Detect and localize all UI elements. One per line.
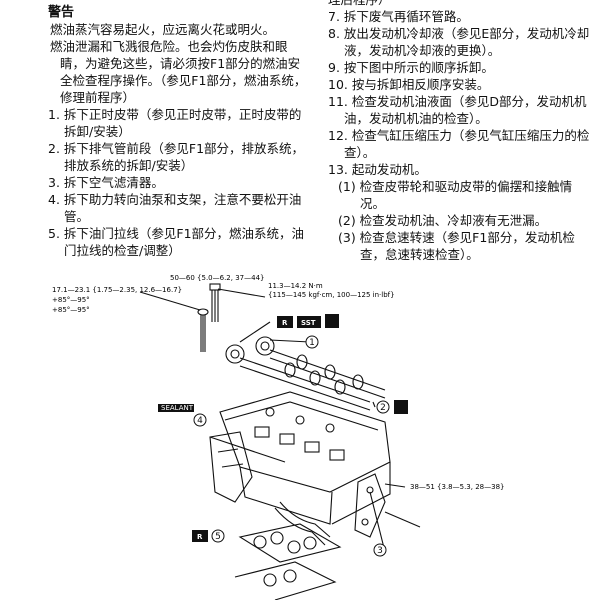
callout-5 — [211, 529, 225, 543]
substep-1: (1) 检查皮带轮和驱动皮带的偏摆和接触情况。 — [338, 179, 573, 211]
step-2: 2. 拆下排气管前段（参见F1部分，排放系统，排放系统的拆卸/安装） — [48, 141, 305, 173]
callout-4-text: 4 — [197, 416, 203, 426]
torque-label-2: 11.3—14.2 N·m — [268, 282, 323, 290]
right-column: 理后程序） 7. 拆下废气再循环管路。 8. 放出发动机冷却液（参见E部分，发动… — [328, 0, 590, 263]
substep-2: (2) 检查发动机油、冷却液有无泄漏。 — [338, 213, 548, 228]
callout-2-text: 2 — [380, 403, 386, 413]
camshaft — [239, 349, 386, 411]
callout-3-text: 3 — [377, 546, 383, 556]
engine-exploded-diagram: 50—60 {5.0—6.2, 37—44} 11.3—14.2 N·m {11… — [52, 274, 504, 600]
step-6-tail: 理后程序） — [328, 0, 590, 8]
callout-3 — [373, 543, 387, 557]
torque-label-3: {115—145 kgf·cm, 100—125 in·lbf} — [268, 291, 395, 299]
angle-label-2: +85°—95° — [52, 306, 90, 314]
step-11: 11. 检查发动机油液面（参见D部分，发动机机油，发动机机油的检查）。 — [328, 94, 587, 126]
sst-badge — [297, 316, 321, 328]
cylinder-head-gasket — [234, 523, 342, 600]
sealant-icon — [158, 404, 194, 412]
substep-3: (3) 检查怠速转速（参见F1部分，发动机检查，怠速转速检查）。 — [338, 230, 575, 262]
cylinder-head — [219, 391, 391, 525]
warning-bullet-2: 燃油泄漏和飞溅很危险。也会灼伤皮肤和眼睛，为避免这些，请必须按F1部分的燃油安全… — [50, 39, 307, 105]
tool-icon — [325, 314, 339, 328]
step-7: 7. 拆下废气再循环管路。 — [328, 9, 469, 24]
step-13: 13. 起动发动机。 — [328, 162, 427, 177]
step-3: 3. 拆下空气滤清器。 — [48, 175, 164, 190]
step-12: 12. 检查气缸压缩压力（参见气缸压缩压力的检查）。 — [328, 128, 590, 160]
callout-5-text: 5 — [215, 532, 221, 542]
step-1: 1. 拆下正时皮带（参见正时皮带，正时皮带的拆卸/安装） — [48, 107, 302, 139]
replace-gasket-badge — [192, 530, 208, 542]
step-9: 9. 按下图中所示的顺序拆卸。 — [328, 60, 494, 75]
angle-label-1: +85°—95° — [52, 296, 90, 304]
cylinder-head-bolt — [209, 283, 221, 322]
torque-label-4: 17.1—23.1 {1.75—2.35, 12.6—16.7} — [52, 286, 182, 294]
callout-4 — [193, 413, 207, 427]
replace-part-badge — [277, 316, 293, 328]
warning-title: 警告 — [48, 5, 75, 20]
callout-1-text: 1 — [309, 338, 315, 348]
camshaft-pulley — [225, 336, 275, 364]
replace-part-badge-text: R — [282, 319, 288, 327]
step-4: 4. 拆下助力转向油泵和支架，注意不要松开油管。 — [48, 192, 302, 224]
step-5: 5. 拆下油门拉线（参见F1部分，燃油系统，油门拉线的检查/调整） — [48, 226, 305, 258]
callout-2 — [376, 400, 390, 414]
torque-label-1: 50—60 {5.0—6.2, 37—44} — [170, 274, 264, 282]
callout-1 — [305, 335, 319, 349]
step-10: 10. 按与拆卸相反顺序安装。 — [328, 77, 490, 92]
step-8: 8. 放出发动机冷却液（参见E部分，发动机冷却液，发动机冷却液的更换）。 — [328, 26, 590, 58]
torque-label-5: 38—51 {3.8—5.3, 28—38} — [410, 483, 504, 491]
sealant-icon-text: SEALANT — [161, 404, 194, 412]
intake-manifold — [209, 431, 253, 503]
sst-badge-text: SST — [301, 319, 316, 327]
left-column: 警告 燃油蒸汽容易起火，应远离火花或明火。 燃油泄漏和飞溅很危险。也会灼伤皮肤和… — [48, 0, 310, 259]
replace-gasket-badge-text: R — [197, 533, 203, 541]
head-bolt-washer — [197, 308, 209, 352]
warning-bullet-1: 燃油蒸汽容易起火，应远离火花或明火。 — [50, 22, 276, 37]
oil-can-icon — [394, 400, 408, 414]
